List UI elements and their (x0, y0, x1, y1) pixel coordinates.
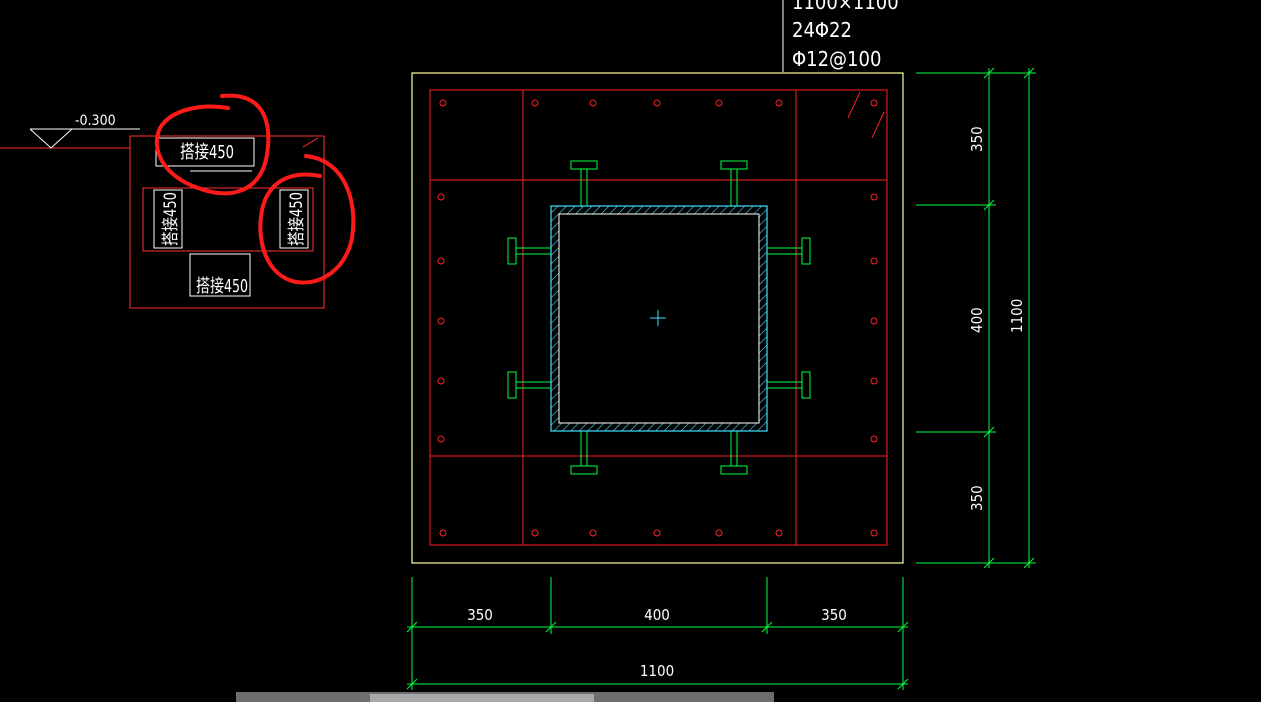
rebar-dot (870, 435, 878, 443)
dim-right-bottom: 350 (968, 485, 986, 511)
rebar-dot (439, 529, 447, 537)
spec-main-bars: 24Φ22 (792, 18, 852, 42)
rebar-dot (437, 435, 445, 443)
detail-inner-box (142, 187, 314, 252)
rebar-dot (775, 529, 783, 537)
rebar-dot (870, 257, 878, 265)
dim-bottom-right: 350 (821, 606, 847, 624)
rebar-dot (437, 193, 445, 201)
rebar-dot (870, 529, 878, 537)
weld-plate-right (279, 189, 309, 249)
dimension-bottom (406, 577, 909, 690)
rebar-dot (870, 377, 878, 385)
shear-studs (507, 160, 811, 475)
steel-tube-inner (558, 213, 760, 424)
stirrup-outer (429, 89, 888, 546)
rebar-dot (437, 377, 445, 385)
weld-plate-top (155, 137, 255, 167)
dim-right-mid: 400 (968, 307, 986, 333)
weld-label-bottom: 搭接450 (196, 276, 248, 297)
dim-right-total: 1100 (1008, 299, 1026, 333)
dim-bottom-mid: 400 (644, 606, 670, 624)
elevation-marker: -0.300 (0, 113, 140, 149)
rebar-dot (653, 529, 661, 537)
rebar-dot (437, 257, 445, 265)
weld-detail: -0.300 搭接450 搭接450 搭接450 搭接450 (0, 93, 356, 309)
column-section (411, 72, 904, 564)
weld-label-right: 搭接450 (287, 192, 307, 246)
elevation-label: -0.300 (75, 113, 116, 129)
spec-stirrups: Φ12@100 (792, 47, 881, 71)
rebar-dot (715, 99, 723, 107)
rebar-dot (589, 99, 597, 107)
rebar-dot (870, 193, 878, 201)
markup-circle-right (258, 154, 356, 285)
rebar-dot (870, 99, 878, 107)
spec-size-label: 1100×1100 (792, 0, 899, 14)
steel-tube-outer (550, 205, 768, 432)
rebar-dot (653, 99, 661, 107)
weld-label-left: 搭接450 (161, 192, 181, 246)
section-outline (411, 72, 904, 564)
rebar-dot (531, 529, 539, 537)
rebar-dots (437, 99, 878, 537)
rebar-dot (775, 99, 783, 107)
rebar-dot (715, 529, 723, 537)
weld-plate-left (153, 189, 183, 249)
markup-circle-top (154, 93, 271, 196)
dim-bottom-total: 1100 (640, 662, 674, 680)
spec-annotation: 1100×1100 24Φ22 Φ12@100 (782, 0, 899, 72)
dim-bottom-left: 350 (467, 606, 493, 624)
detail-outer-box (129, 135, 325, 309)
weld-label-top: 搭接450 (180, 142, 234, 163)
dim-right-top: 350 (968, 126, 986, 152)
rebar-dot (870, 317, 878, 325)
center-cross-icon (650, 310, 666, 326)
rebar-dot (437, 317, 445, 325)
rebar-dot (589, 529, 597, 537)
rebar-dot (531, 99, 539, 107)
scrollbar-thumb[interactable] (370, 694, 594, 702)
horizontal-scrollbar[interactable] (236, 692, 774, 702)
dimension-right (916, 67, 1036, 569)
rebar-dot (439, 99, 447, 107)
